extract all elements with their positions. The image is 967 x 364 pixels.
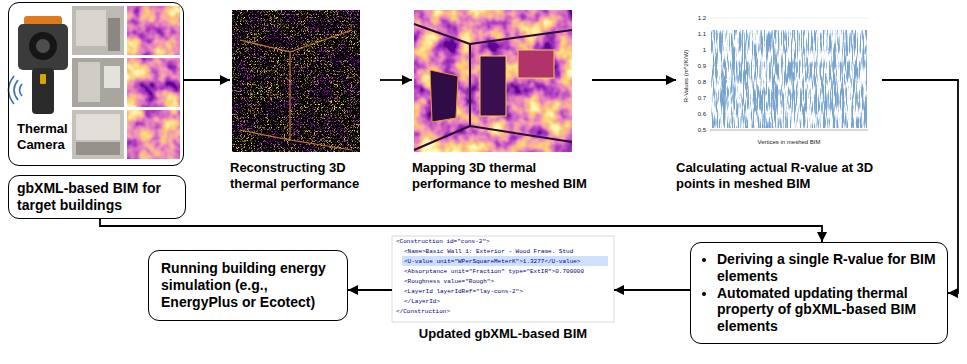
- code-line: <Roughness value="Rough">: [404, 277, 494, 287]
- code-line: </Construction>: [396, 307, 450, 317]
- mesh-object: [430, 70, 458, 122]
- photo-floor: [76, 142, 120, 155]
- chart-step: Calculating actual R-value at 3D points …: [676, 8, 882, 194]
- bullet-list: Deriving a single R-value for BIM elemen…: [699, 251, 937, 335]
- thermal-photo: [127, 58, 180, 107]
- image-ground: [232, 10, 360, 152]
- code-ground: [392, 236, 614, 322]
- chart-ground: [710, 12, 868, 138]
- camera-handle: [32, 68, 54, 114]
- axis-title: R-Values (m^2K/W): [683, 50, 689, 102]
- room-photo: [72, 110, 124, 159]
- device-panel: Thermal Camera: [8, 2, 184, 166]
- axis-tick: 0.5: [690, 127, 706, 133]
- thermal-camera: [18, 16, 68, 114]
- camera-body: [18, 24, 68, 70]
- code-line: </LayerId>: [404, 297, 440, 307]
- axis-title: Vertices in meshed BIM: [757, 139, 820, 145]
- r-value-series-core: [711, 62, 867, 114]
- thermal-photos: [127, 6, 180, 159]
- step-caption: Calculating actual R-value at 3D points …: [676, 160, 882, 191]
- gbxml-code-image: [392, 236, 614, 322]
- photo-wall: [76, 10, 106, 46]
- photo-wall: [78, 62, 100, 102]
- camera-lens: [29, 32, 57, 60]
- thermal-photo: [127, 110, 180, 159]
- room-edges: [240, 30, 352, 150]
- output-box: Running building energy simulation (e.g.…: [148, 250, 348, 321]
- input-box: gbXML-based BIM for target buildings: [8, 175, 186, 219]
- room-edges: [414, 24, 572, 150]
- camera-lens-glass: [36, 39, 50, 53]
- wireless-icon: [9, 76, 23, 104]
- flow-arrow: [348, 289, 392, 291]
- mapped-mesh-image: [414, 10, 572, 152]
- axis-tick: 1: [690, 47, 706, 53]
- flow-arrow: [592, 79, 676, 81]
- mesh-frame: [518, 50, 554, 78]
- room-photo: [72, 58, 124, 107]
- thermal-points: [232, 10, 360, 152]
- axis-tick: 0.7: [690, 95, 706, 101]
- code-line: <Absorptance unit="Fraction" type="ExtIR…: [404, 267, 584, 277]
- flow-arrow: [184, 79, 230, 81]
- box-text: gbXML-based BIM for target buildings: [17, 180, 177, 214]
- axis-tick: 1.1: [690, 31, 706, 37]
- step-caption: Reconstructing 3D thermal performance: [230, 160, 380, 191]
- axis-tick: 1.2: [690, 15, 706, 21]
- photo-wall: [76, 114, 120, 140]
- code-line: <U-value unit="WPerSquareMeterK">1.3277<…: [404, 257, 580, 267]
- room-photo: [72, 6, 124, 55]
- bullet-text: Deriving a single R-value for BIM elemen…: [717, 251, 937, 285]
- process-box: Deriving a single R-value for BIM elemen…: [690, 242, 948, 344]
- wireless-wave: [9, 76, 15, 104]
- image-step: Reconstructing 3D thermal performance: [230, 8, 380, 194]
- axis-tick: 0.8: [690, 79, 706, 85]
- box-text: Running building energy simulation (e.g.…: [161, 260, 337, 310]
- box-text: Thermal Camera: [17, 121, 79, 152]
- r-value-series: [711, 30, 867, 128]
- step-caption: Updated gbXML-based BIM: [392, 326, 614, 342]
- mesh-door: [480, 56, 506, 116]
- code-highlight: [402, 256, 608, 266]
- code-line: <LayerId layerIdRef="lay-cons-2">: [404, 287, 523, 297]
- thermal-photo: [127, 6, 180, 55]
- r-value-chart: [710, 12, 868, 138]
- camera-trigger: [40, 74, 46, 84]
- room-photos: [72, 6, 124, 159]
- code-line: <Name>Basic Wall 1: Exterior - Wood Fram…: [404, 247, 573, 257]
- flow-arrow: [614, 289, 690, 291]
- wireless-wave: [14, 80, 18, 100]
- code-line: <Construction id="cons-2">: [396, 237, 490, 247]
- step-caption: Mapping 3D thermal performance to meshed…: [412, 160, 592, 191]
- grid-line: [710, 18, 868, 19]
- wireless-wave: [20, 84, 23, 96]
- axis-tick: 0.6: [690, 111, 706, 117]
- photo-door: [108, 18, 120, 51]
- photo-window: [104, 66, 120, 88]
- x-axis: [710, 130, 868, 131]
- axis-tick: 0.9: [690, 63, 706, 69]
- thermal-mesh: [414, 10, 572, 152]
- bullet-text: Automated updating thermal property of g…: [717, 285, 937, 335]
- point-cloud-image: [232, 10, 360, 152]
- flow-arrow: [380, 79, 412, 81]
- image-step: Mapping 3D thermal performance to meshed…: [412, 8, 592, 194]
